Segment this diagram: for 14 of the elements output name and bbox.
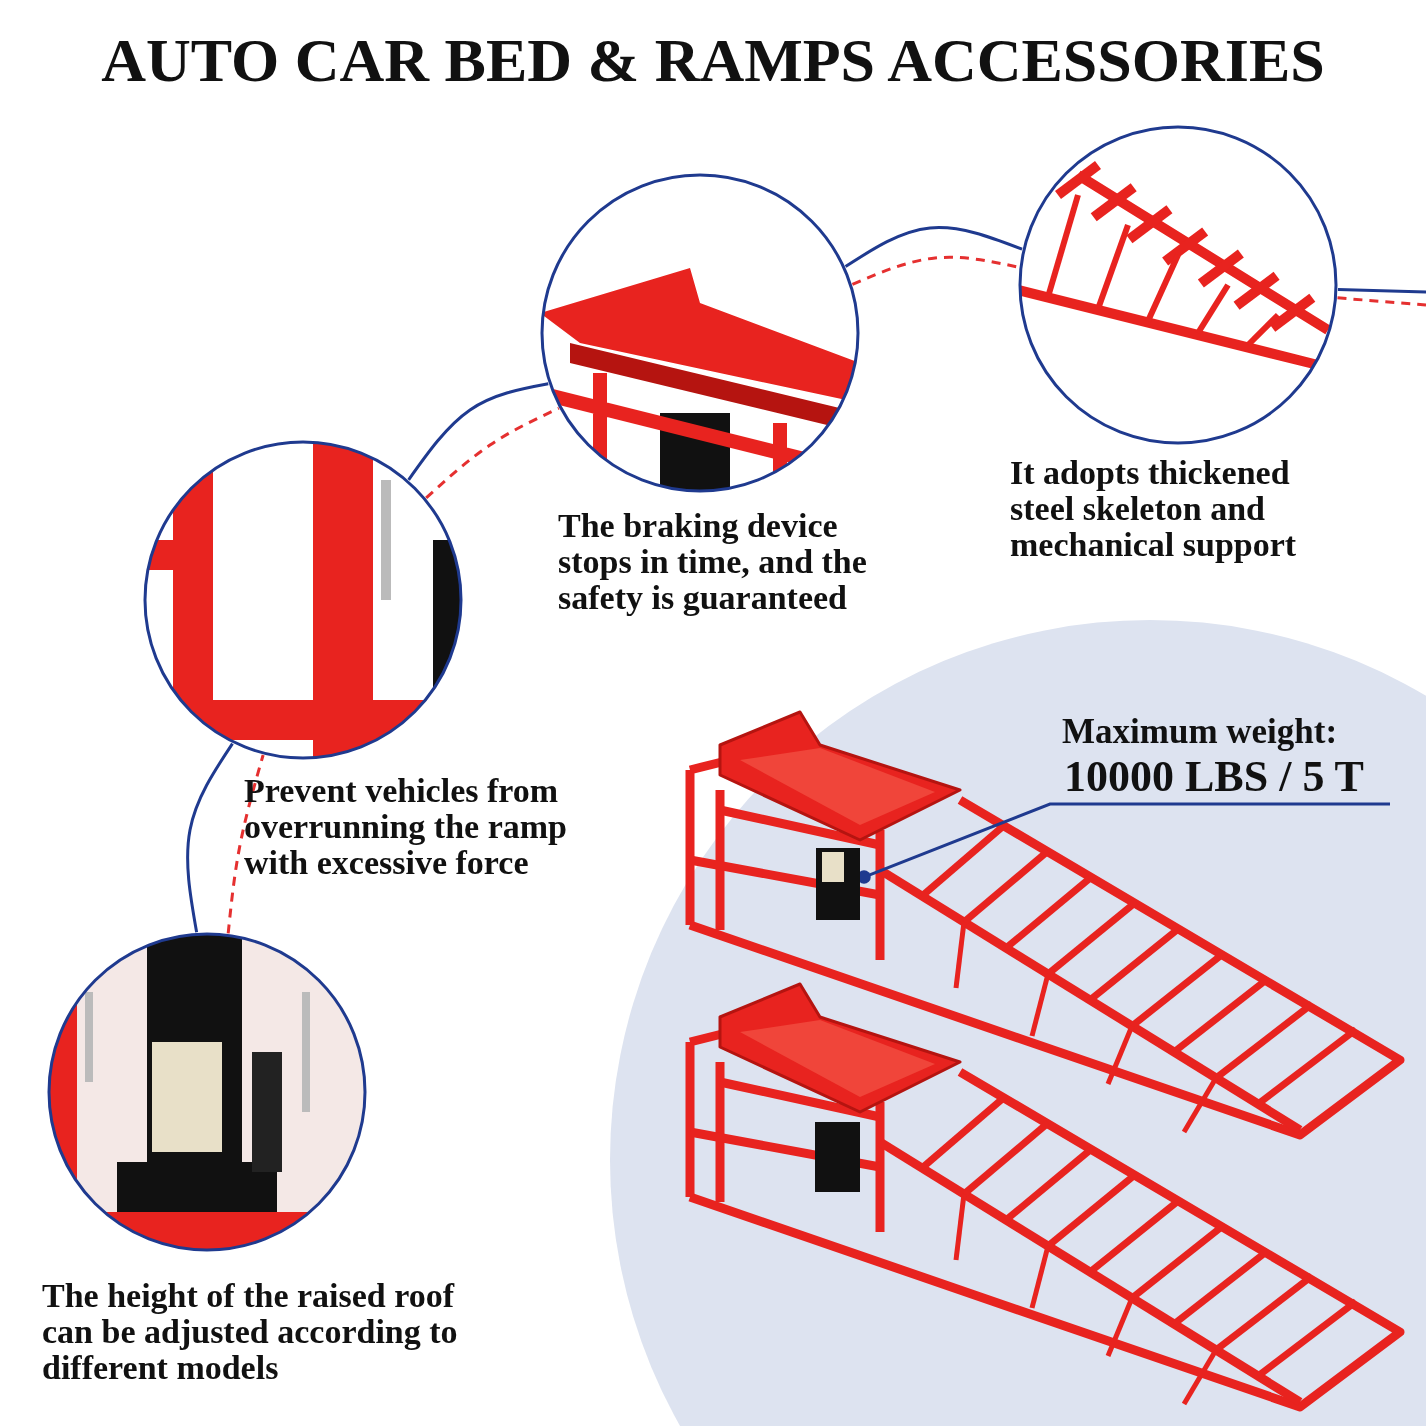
node-label: The braking device stops in time, and the safety is guaranteed xyxy=(558,508,868,616)
node-label: The height of the raised roof can be adjusted according to different models xyxy=(42,1278,459,1386)
connector-arc xyxy=(1337,288,1426,294)
weight-value: 10000 LBS / 5 T xyxy=(1063,752,1365,802)
connector-arc xyxy=(407,382,549,481)
connector-arc xyxy=(1337,296,1426,307)
connector-arc xyxy=(186,742,234,933)
weight-label: Maximum weight: xyxy=(1061,712,1339,752)
connector-arc xyxy=(226,754,265,934)
node-label: Prevent vehicles from overrunning the ramp with excessive force xyxy=(244,773,568,881)
connector-arc xyxy=(844,226,1023,268)
connector-arc xyxy=(425,406,560,499)
node-label: It adopts thickened steel skeleton and mechanical support xyxy=(1010,455,1298,563)
title: AUTO CAR BED & RAMPS ACCESSORIES xyxy=(100,25,1326,96)
